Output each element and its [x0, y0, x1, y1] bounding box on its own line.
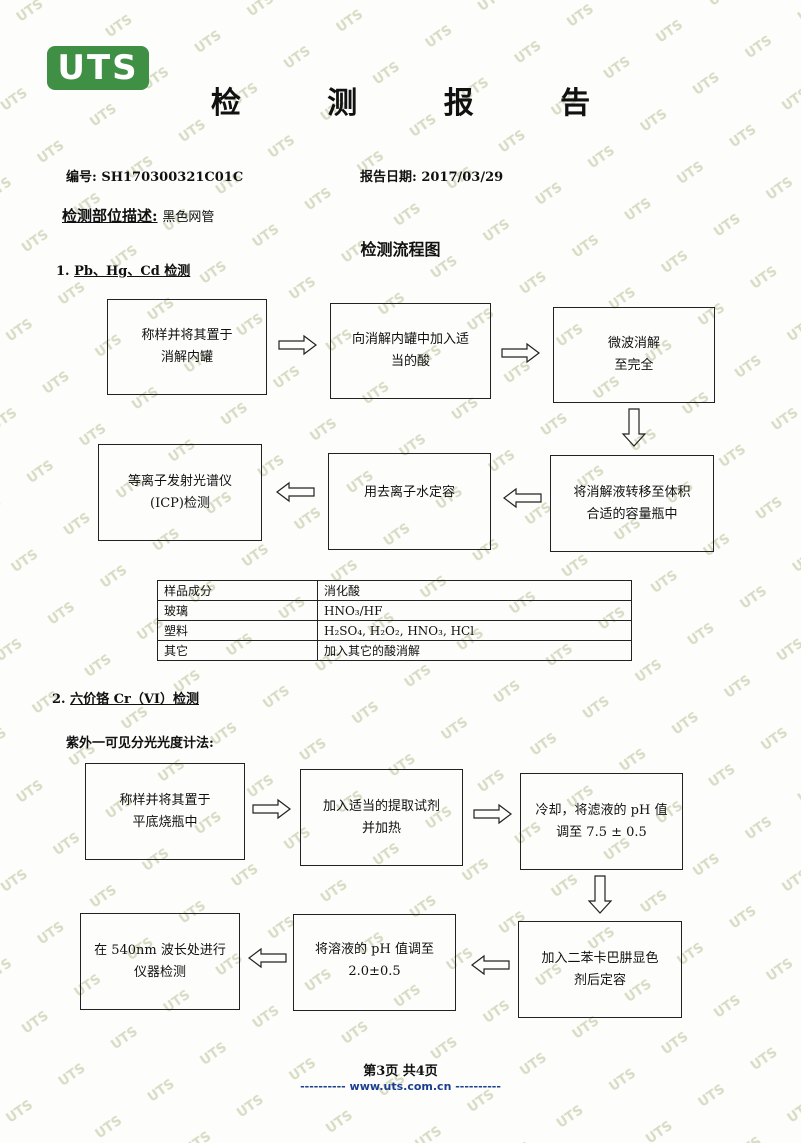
section1-number: 1.: [56, 264, 70, 279]
table-header-cell: 样品成分: [157, 580, 318, 601]
s2-step-cool: 冷却，将滤液的 pH 值调至 7.5 ± 0.5: [520, 773, 683, 870]
report-number: 编号: SH170300321C01C: [66, 170, 244, 185]
table-cell: 塑料: [157, 620, 318, 641]
table-row: 其它 加入其它的酸消解: [157, 640, 632, 661]
arrow-right-icon: [252, 798, 291, 820]
table-cell: HNO₃/HF: [317, 600, 632, 621]
step-line: 平底烧瓶中: [132, 814, 198, 830]
section1-title: Pb、Hg、Cd 检测: [74, 264, 191, 279]
section2-title: 六价铬 Cr（VI）检测: [70, 692, 199, 707]
table-cell: H₂SO₄, H₂O₂, HNO₃, HCl: [317, 620, 632, 641]
s1-step-weigh: 称样并将其置于消解内罐: [107, 299, 267, 395]
s2-step-ph: 将溶液的 pH 值调至 2.0±0.5: [293, 914, 456, 1011]
arrow-down-icon: [621, 408, 647, 447]
table-cell: 加入其它的酸消解: [317, 640, 632, 661]
step-line: 向消解内罐中加入适: [351, 332, 469, 347]
step-line: 微波消解: [607, 336, 660, 351]
section2-number: 2.: [52, 692, 66, 707]
s1-step-dilute: 用去离子水定容: [328, 453, 491, 550]
step-line: 至完全: [614, 358, 654, 373]
page-number: 第3页 共4页: [363, 1064, 438, 1079]
report-date: 报告日期: 2017/03/29: [360, 170, 504, 185]
table-cell: 玻璃: [157, 600, 318, 621]
uts-logo: UTS: [47, 46, 149, 90]
s2-step-extract: 加入适当的提取试剂并加热: [300, 769, 463, 866]
step-line: 加入适当的提取试剂: [322, 798, 440, 814]
arrow-right-icon: [501, 342, 540, 364]
part-label: 检测部位描述:: [62, 207, 158, 225]
step-line: 并加热: [361, 820, 401, 836]
step-line: 消解内罐: [160, 350, 213, 365]
section2-method: 紫外一可见分光光度计法:: [66, 736, 214, 751]
step-line: 称样并将其置于: [119, 792, 211, 808]
step-line: 在 540nm 波长处进行: [94, 942, 226, 958]
table-row: 玻璃 HNO₃/HF: [157, 600, 632, 621]
step-line: 调至 7.5 ± 0.5: [556, 824, 647, 840]
s1-step-add-acid: 向消解内罐中加入适当的酸: [330, 303, 491, 399]
arrow-left-icon: [248, 947, 287, 969]
s2-step-detect: 在 540nm 波长处进行仪器检测: [80, 913, 240, 1010]
step-line: 将溶液的 pH 值调至: [315, 942, 434, 957]
s2-step-weigh: 称样并将其置于平底烧瓶中: [85, 763, 245, 860]
arrow-down-icon: [587, 875, 613, 914]
step-line: 冷却，将滤液的 pH 值: [535, 802, 668, 818]
arrow-left-icon: [471, 954, 510, 976]
step-line: 称样并将其置于: [141, 328, 233, 343]
section1-heading: 1. Pb、Hg、Cd 检测: [56, 260, 190, 279]
step-line: 加入二苯卡巴肼显色: [541, 950, 659, 966]
step-line: 剂后定容: [573, 972, 626, 988]
arrow-left-icon: [276, 481, 315, 503]
s1-step-transfer: 将消解液转移至体积合适的容量瓶中: [550, 455, 714, 552]
table-cell: 其它: [157, 640, 318, 661]
step-line: (ICP)检测: [150, 495, 210, 511]
s1-step-icp: 等离子发射光谱仪 (ICP)检测: [98, 444, 262, 541]
table-header-row: 样品成分 消化酸: [157, 580, 632, 601]
step-line: 2.0±0.5: [348, 964, 401, 979]
step-line: 用去离子水定容: [363, 485, 455, 500]
table-header-cell: 消化酸: [317, 580, 632, 601]
step-line: 将消解液转移至体积: [573, 484, 691, 500]
part-description: 检测部位描述: 黑色网管: [62, 205, 214, 226]
s2-step-color: 加入二苯卡巴肼显色剂后定容: [518, 921, 682, 1018]
step-line: 等离子发射光谱仪: [127, 473, 232, 489]
page-title: 检 测 报 告: [210, 86, 629, 121]
table-row: 塑料 H₂SO₄, H₂O₂, HNO₃, HCl: [157, 620, 632, 641]
flow-title: 检测流程图: [360, 240, 441, 259]
step-line: 当的酸: [390, 354, 430, 369]
step-line: 仪器检测: [133, 964, 186, 980]
arrow-left-icon: [503, 487, 542, 509]
step-line: 合适的容量瓶中: [586, 506, 678, 522]
arrow-right-icon: [473, 803, 512, 825]
acid-table: 样品成分 消化酸 玻璃 HNO₃/HF 塑料 H₂SO₄, H₂O₂, HNO₃…: [157, 580, 632, 661]
arrow-right-icon: [278, 334, 317, 356]
section2-heading: 2. 六价铬 Cr（VI）检测: [52, 688, 199, 707]
website-url: ---------- www.uts.com.cn ----------: [300, 1080, 501, 1093]
s1-step-microwave: 微波消解至完全: [553, 307, 715, 403]
part-value: 黑色网管: [162, 210, 215, 225]
